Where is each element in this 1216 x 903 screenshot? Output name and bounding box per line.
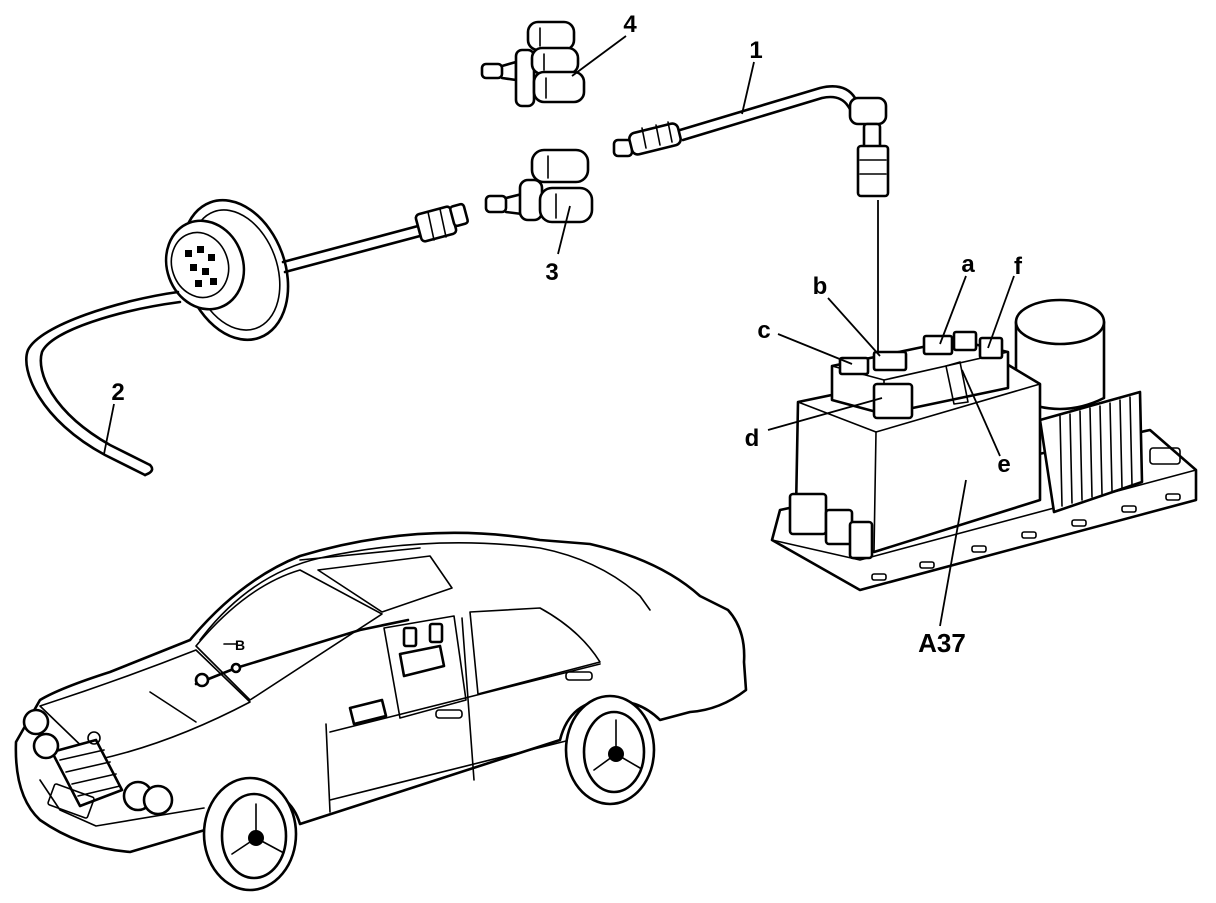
callout-f: f [1014,253,1023,280]
callout-a37: A37 [918,628,966,658]
module-a37 [770,298,1198,592]
callout-e: e [997,451,1010,478]
round-connector-cable-2 [25,198,469,477]
callout-a: a [961,251,975,278]
cable-1 [612,85,890,356]
car-illustration [14,531,748,892]
callout-1: 1 [749,37,762,64]
connector-3 [484,148,594,224]
car-mark-b: B [235,637,245,653]
callout-b: b [813,273,828,300]
callout-3: 3 [545,259,558,286]
callout-d: d [745,425,760,452]
callout-4: 4 [623,11,637,38]
callout-c: c [757,317,770,344]
callout-2: 2 [111,379,124,406]
leader-lines [103,35,1015,627]
connector-4 [480,20,586,108]
callout-labels: 1 4 3 2 a b c d e f A37 B [111,11,1023,658]
